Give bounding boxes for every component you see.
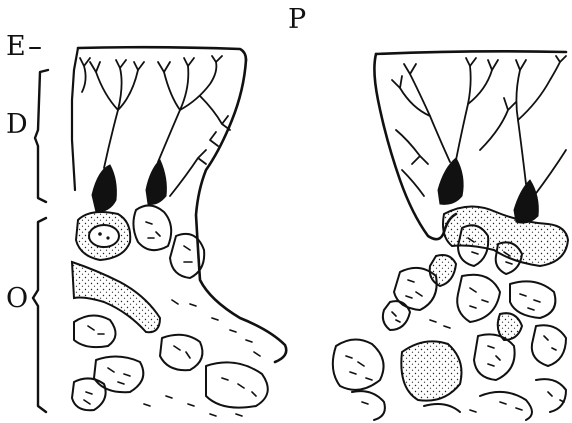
right-surface-line: [376, 51, 566, 54]
left-inner-edge: [72, 48, 78, 190]
odontoblast-2: [146, 160, 166, 204]
label-p: P: [288, 4, 306, 35]
right-stippled-cell-large: [401, 341, 461, 400]
left-panel: [72, 47, 286, 416]
cell-nucleus: [89, 225, 119, 247]
bracket-d: [35, 70, 48, 202]
label-d: D: [6, 109, 28, 140]
right-panel: [333, 51, 568, 420]
right-stippled-cell-small: [430, 255, 456, 286]
odontoblast-4: [514, 180, 538, 223]
label-e: E: [6, 31, 26, 62]
odontoblast-1: [92, 165, 116, 212]
odontoblast-3: [438, 158, 463, 204]
right-dentin-tubules: [392, 56, 566, 196]
label-o: O: [6, 283, 28, 314]
stippled-odontoblast-band: [72, 262, 160, 332]
bracket-o: [33, 218, 46, 412]
